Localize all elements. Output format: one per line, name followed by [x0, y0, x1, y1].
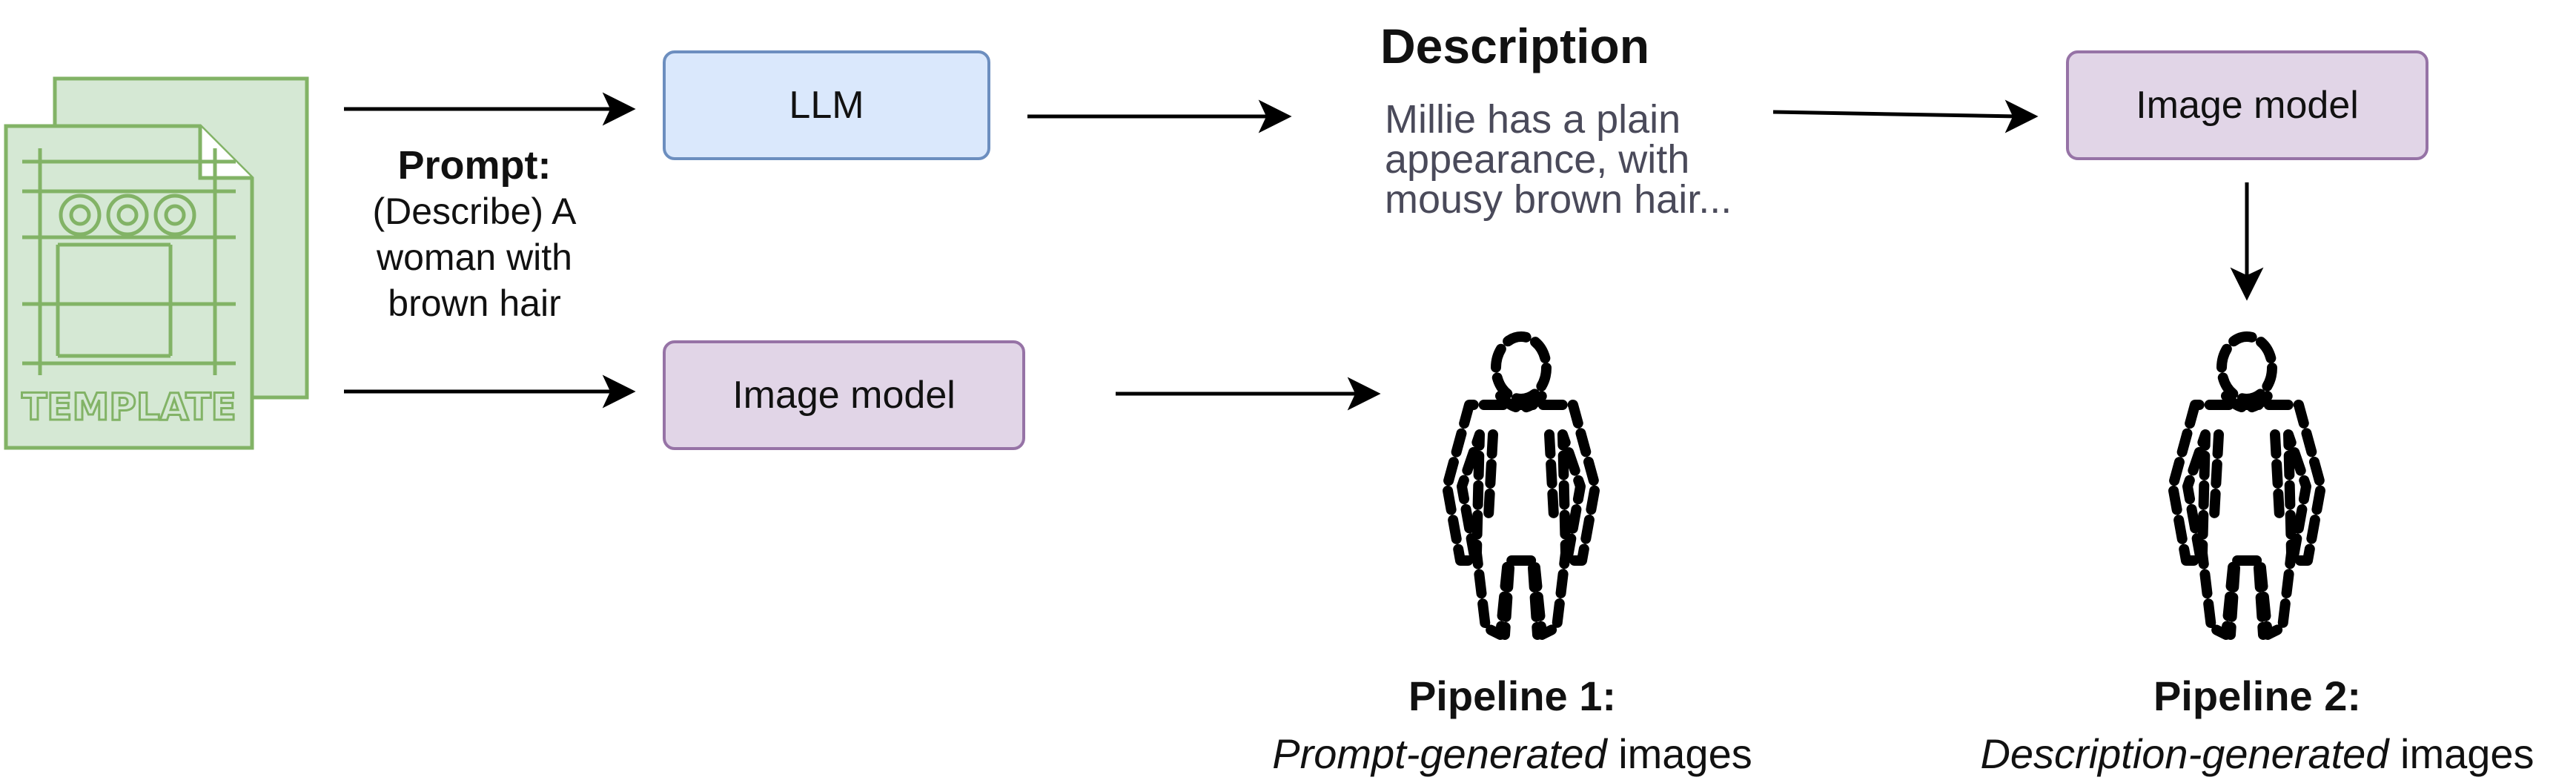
description-text: Millie has a plain appearance, with mous…	[1385, 97, 1732, 222]
prompt-text: (Describe) A woman with brown hair	[372, 191, 577, 324]
image-model-box-bottom: Image model	[663, 340, 1025, 450]
arrowhead-description-to-image-model	[2004, 99, 2039, 133]
pipeline2-subtitle-italic: Description-generated	[1980, 730, 2389, 777]
arrows	[344, 92, 2264, 411]
woman-figure-icon	[2168, 331, 2326, 640]
llm-box: LLM	[663, 50, 990, 160]
prompt-label: Prompt:	[397, 143, 552, 188]
pipeline1-subtitle: Prompt-generated images	[1245, 725, 1779, 783]
template-document-icon: TEMPLATE	[4, 76, 309, 450]
arrowhead-image-model-to-figure2	[2230, 267, 2264, 301]
pipeline1-title: Pipeline 1:	[1408, 673, 1617, 719]
image-model-top-label: Image model	[2136, 84, 2359, 127]
pipeline1-caption: Pipeline 1: Prompt-generated images	[1245, 667, 1779, 783]
description-title: Description	[1380, 19, 1650, 73]
arrowhead-llm-to-description	[1258, 99, 1292, 133]
pipeline2-caption: Pipeline 2: Description-generated images	[1950, 667, 2565, 783]
pipeline1-subtitle-italic: Prompt-generated	[1272, 730, 1607, 777]
image-model-box-top: Image model	[2066, 50, 2428, 160]
template-label: TEMPLATE	[21, 386, 236, 429]
pipeline1-subtitle-rest: images	[1606, 730, 1752, 777]
arrowhead-image-model-to-figure1	[1347, 377, 1381, 411]
pipeline2-title: Pipeline 2:	[2153, 673, 2362, 719]
arrowhead-template-to-image-model	[602, 374, 636, 409]
arrow-description-to-image-model	[1772, 110, 2019, 119]
template-circles	[59, 194, 196, 237]
arrowhead-template-to-llm	[602, 92, 636, 126]
prompt-block: Prompt: (Describe) A woman with brown ha…	[352, 142, 597, 326]
pipeline2-subtitle-rest: images	[2388, 730, 2534, 777]
pipeline2-subtitle: Description-generated images	[1950, 725, 2565, 783]
woman-figure-icon	[1442, 331, 1600, 640]
llm-label: LLM	[789, 84, 864, 127]
image-model-bottom-label: Image model	[732, 374, 956, 417]
template-grid	[22, 148, 236, 375]
